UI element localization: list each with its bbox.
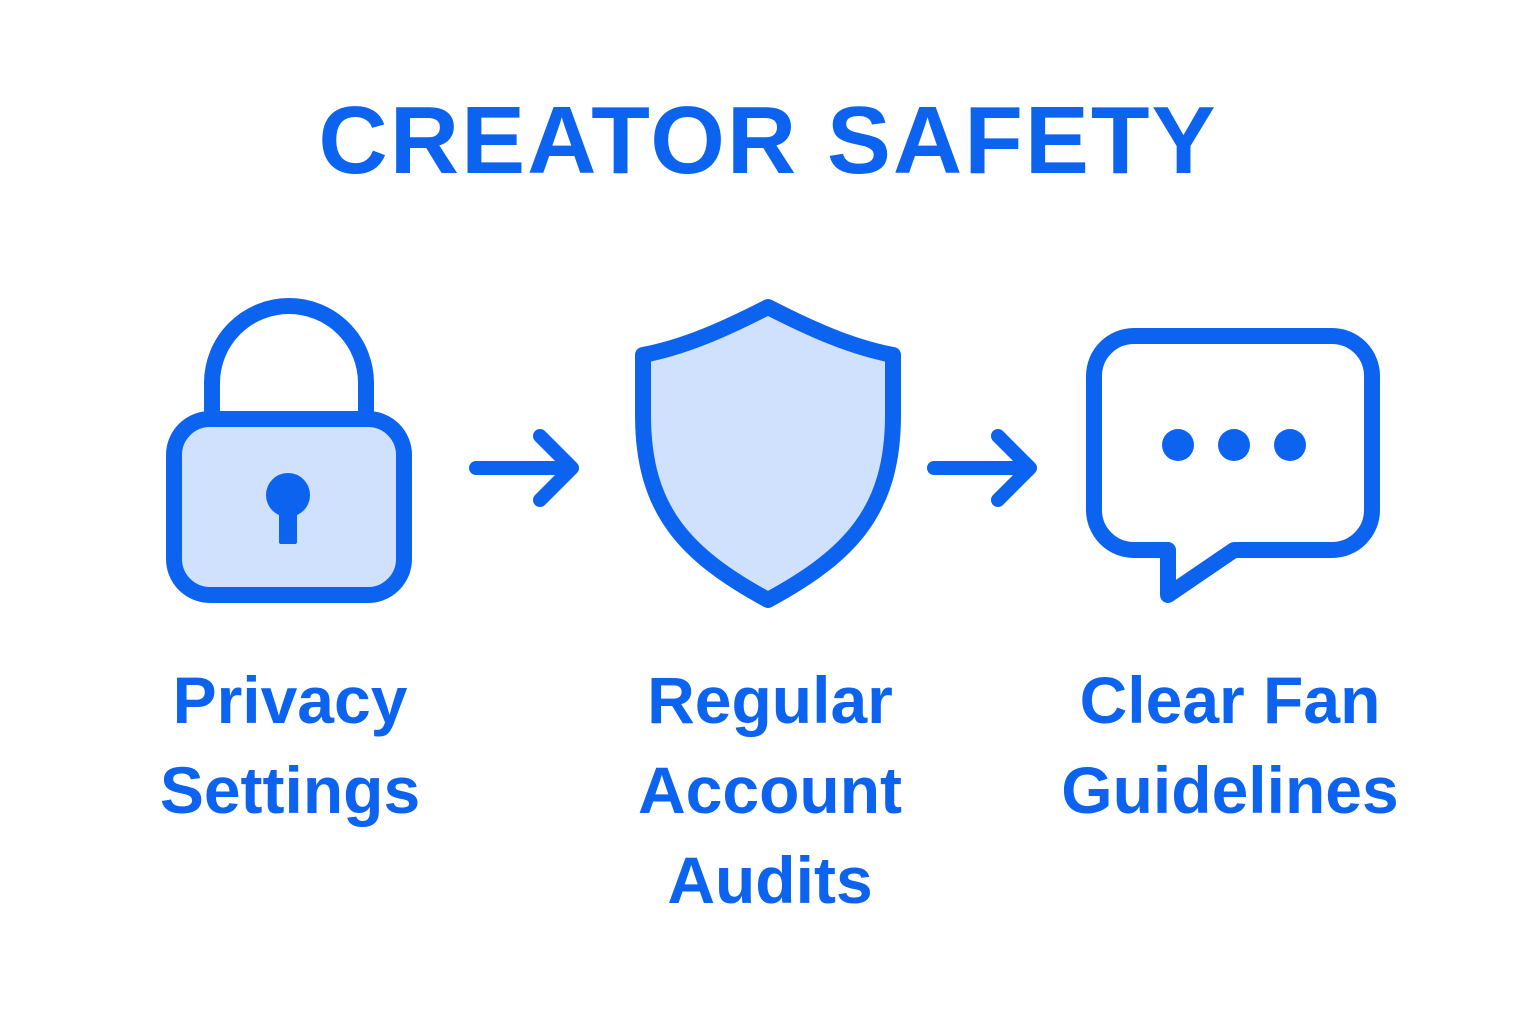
arrow-right-icon: [469, 429, 579, 507]
label-line: Guidelines: [1061, 753, 1399, 827]
arrow-right-icon: [927, 429, 1037, 507]
step-label-regular-account-audits: Regular Account Audits: [570, 655, 970, 925]
lock-icon: [166, 298, 412, 603]
label-line: Privacy: [172, 663, 408, 737]
step-label-clear-fan-guidelines: Clear Fan Guidelines: [1020, 655, 1440, 835]
label-line: Account: [638, 753, 902, 827]
label-line: Audits: [667, 843, 873, 917]
diagram-title: CREATOR SAFETY: [318, 87, 1218, 194]
label-line: Regular: [647, 663, 893, 737]
shield-icon: [635, 299, 901, 608]
step-label-privacy-settings: Privacy Settings: [100, 655, 480, 835]
label-line: Settings: [159, 753, 421, 827]
label-line: Clear Fan: [1079, 663, 1381, 737]
chat-bubble-icon: [1086, 328, 1380, 603]
